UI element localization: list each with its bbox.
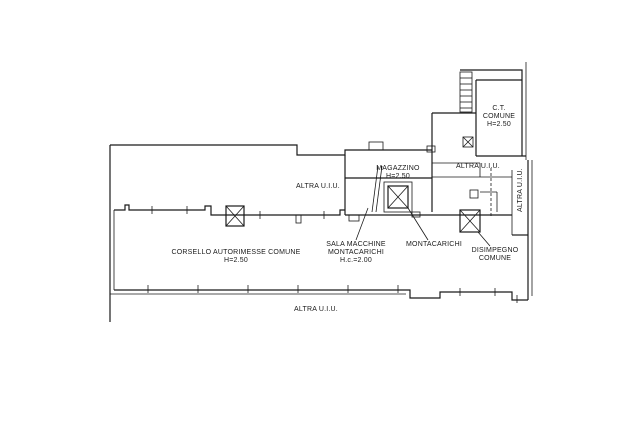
ct-height-label: H=2.50 (487, 121, 511, 128)
ct-shaft (462, 136, 474, 148)
labels: C.T. COMUNE H=2.50 ALTRA U.I.U. MAGAZZIN… (172, 105, 524, 313)
magazzino-label: MAGAZZINO (376, 165, 420, 172)
stair-hatch (459, 71, 473, 113)
montacarichi-label: MONTACARICHI (406, 241, 462, 248)
disimpegno-label: DISIMPEGNO (472, 247, 519, 254)
montacarichi-shaft (383, 181, 413, 213)
sala-montacarichi-label: MONTACARICHI (328, 249, 384, 256)
disimpegno-shaft (459, 189, 498, 233)
altra-uiu-top-left-label: ALTRA U.I.U. (296, 183, 340, 190)
ct-sub-label: COMUNE (483, 113, 515, 120)
corsello-shaft (225, 205, 245, 227)
ct-room (431, 62, 527, 160)
leader-lines (355, 207, 491, 247)
corsello-label: CORSELLO AUTORIMESSE COMUNE (172, 249, 301, 256)
sala-height-label: H.c.=2.00 (340, 257, 372, 264)
altra-uiu-bottom-label: ALTRA U.I.U. (294, 306, 338, 313)
left-boundary (109, 145, 115, 322)
ct-label: C.T. (492, 105, 505, 112)
magazzino-walls (110, 141, 513, 235)
corsello-height-label: H=2.50 (224, 257, 248, 264)
disimpegno-sub-label: COMUNE (479, 255, 511, 262)
sala-macchine-label: SALA MACCHINE (326, 241, 386, 248)
altra-uiu-mid-label: ALTRA U.I.U. (456, 163, 500, 170)
right-edge (512, 160, 533, 300)
altra-uiu-right-label: ALTRA U.I.U. (517, 168, 524, 212)
magazzino-height-label: H=2.50 (386, 173, 410, 180)
corridor-lower-wall (110, 285, 528, 303)
corridor-upper-wall (114, 204, 512, 224)
